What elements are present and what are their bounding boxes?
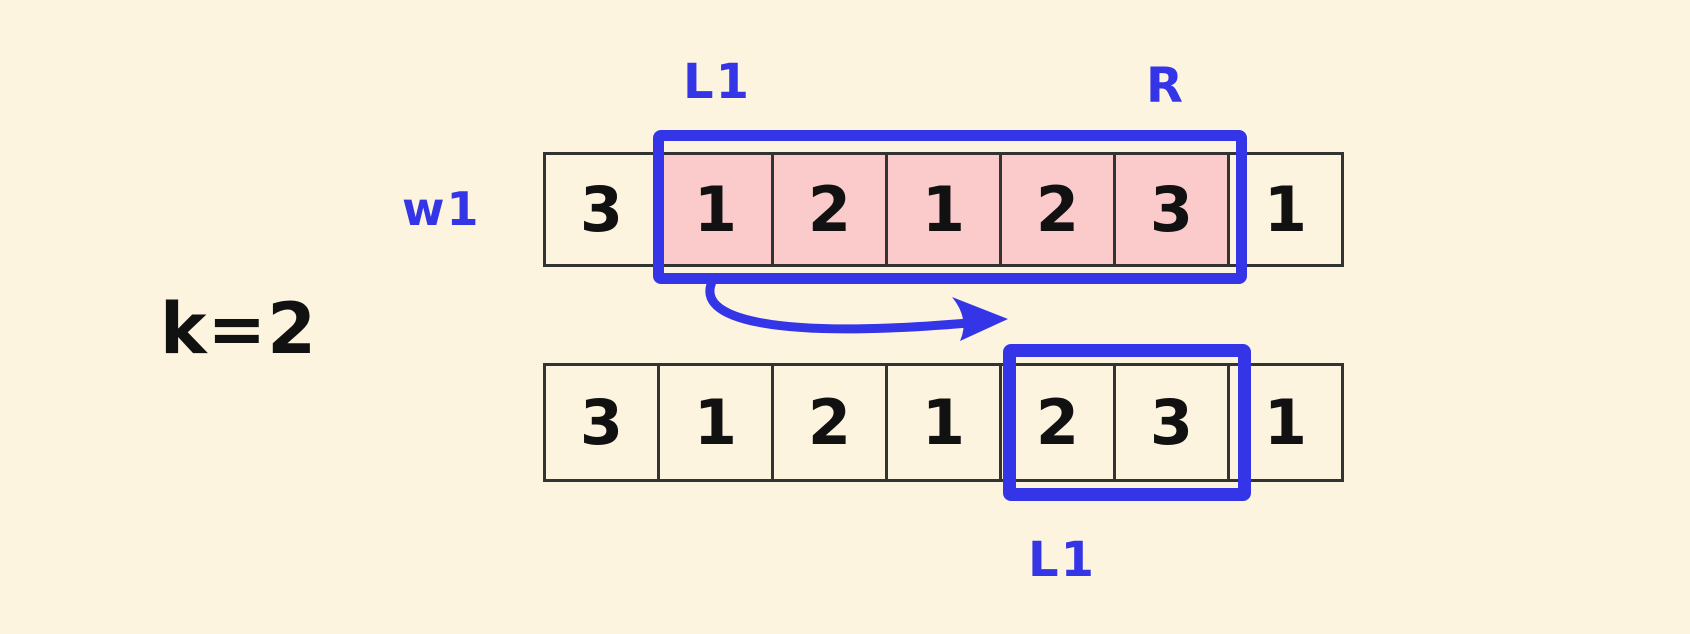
array-cell-in-window: 2 (771, 152, 888, 267)
array-cell: 1 (1227, 363, 1344, 482)
array-cell: 2 (771, 363, 888, 482)
array-cell-in-window: 2 (999, 363, 1116, 482)
array-cell-in-window: 1 (657, 152, 774, 267)
window-name-label: w1 (402, 182, 481, 236)
array-cell: 3 (543, 152, 660, 267)
array-cell: 1 (885, 363, 1002, 482)
array-cell: 1 (1227, 152, 1344, 267)
top-array: 3 1 2 1 2 3 1 (543, 152, 1344, 267)
slide-right-arrow-icon (705, 277, 1008, 341)
array-cell: 1 (657, 363, 774, 482)
array-cell: 3 (543, 363, 660, 482)
right-pointer-label: R (1146, 58, 1185, 114)
array-cell-in-window: 1 (885, 152, 1002, 267)
array-cell-in-window: 3 (1113, 363, 1230, 482)
bottom-array: 3 1 2 1 2 3 1 (543, 363, 1344, 482)
k-value-label: k=2 (160, 288, 317, 370)
array-cell-in-window: 3 (1113, 152, 1230, 267)
array-cell-in-window: 2 (999, 152, 1116, 267)
left-pointer-label-bottom: L1 (1028, 532, 1096, 588)
left-pointer-label-top: L1 (683, 54, 751, 110)
